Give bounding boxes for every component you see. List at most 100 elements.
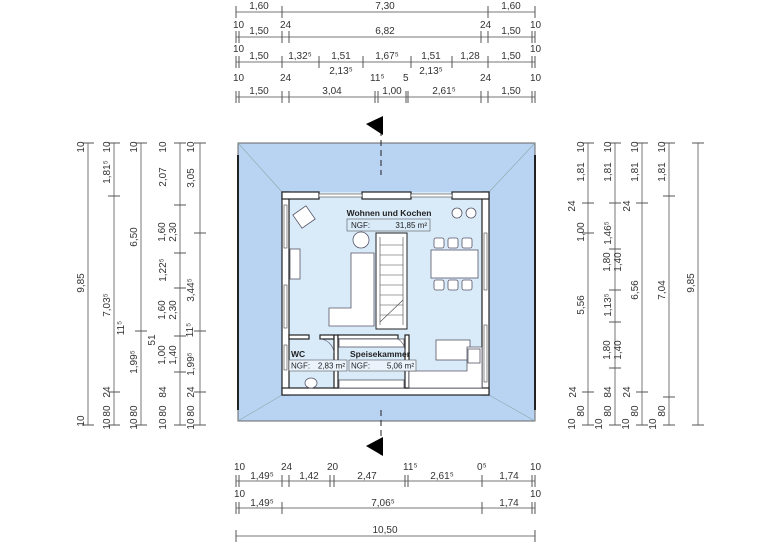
dim-label: 10 bbox=[630, 141, 641, 153]
staircase bbox=[375, 232, 408, 330]
dim-label: 10 bbox=[530, 73, 542, 84]
section-arrow-icon bbox=[366, 437, 383, 456]
dim-label: 24 bbox=[480, 73, 492, 84]
dim-label: 10 bbox=[102, 141, 113, 153]
dim-label: 1,51 bbox=[421, 51, 441, 62]
dim-label: 6,50 bbox=[129, 227, 140, 247]
dim-label: 10 bbox=[530, 489, 542, 500]
dim-label: 10 bbox=[129, 418, 140, 430]
dim-label: 10 bbox=[576, 141, 587, 153]
dim-label: 11⁵ bbox=[116, 321, 127, 336]
dim-label: 80 bbox=[102, 405, 113, 417]
dim-label: 1,60 bbox=[501, 1, 521, 12]
furniture bbox=[289, 205, 483, 389]
dim-label: 24 bbox=[622, 386, 633, 398]
left-dimensions: 10 9,85 10 10 1,81⁵ 7,03⁵ 24 80 10 10 6,… bbox=[76, 141, 206, 430]
dim-label: 10 bbox=[530, 462, 542, 473]
dim-label: 5,56 bbox=[576, 295, 587, 315]
dim-label: 1,00 bbox=[576, 222, 587, 242]
dim-label: 1,81 bbox=[576, 162, 587, 182]
dim-label: 7,06⁵ bbox=[371, 498, 395, 509]
dim-label: 9,85 bbox=[686, 273, 697, 293]
dim-label: 24 bbox=[567, 200, 578, 212]
dim-label: 10,50 bbox=[372, 525, 397, 536]
dim-label: 1,99⁵ bbox=[186, 352, 197, 376]
dim-label: 20 bbox=[327, 462, 339, 473]
dim-label: 11⁵ bbox=[403, 462, 418, 473]
dim-label: 24 bbox=[480, 20, 492, 31]
dim-label: 24 bbox=[622, 200, 633, 212]
dim-label: 24 bbox=[102, 386, 113, 398]
dim-label: 6,56 bbox=[630, 280, 641, 300]
right-dimensions: 10 1,81 24 1,00 5,56 24 80 10 10 1,81 1,… bbox=[567, 141, 704, 430]
dim-label: 10 bbox=[530, 20, 542, 31]
dim-label: 2,47 bbox=[357, 471, 377, 482]
dim-label: 10 bbox=[76, 415, 87, 427]
dim-label: 1,40 bbox=[613, 340, 624, 360]
dim-label: 1,67⁵ bbox=[375, 51, 399, 62]
dim-label: 10 bbox=[233, 20, 245, 31]
dim-label: 7,03⁵ bbox=[102, 293, 113, 317]
dim-label: 2,07 bbox=[158, 167, 169, 187]
section-arrow-icon bbox=[366, 116, 383, 135]
dim-label: 1,60 bbox=[249, 1, 269, 12]
room-ngf-living: 31,85 m² bbox=[395, 221, 427, 230]
dim-label: 10 bbox=[567, 418, 578, 430]
dim-label: 2,13⁵ bbox=[329, 66, 353, 77]
dim-label: 2,61⁵ bbox=[432, 86, 456, 97]
dim-label: 10 bbox=[186, 418, 197, 430]
room-name-pantry: Speisekammer bbox=[350, 349, 411, 359]
dim-label: 1,50 bbox=[249, 26, 269, 37]
dim-label: 7,04 bbox=[657, 280, 668, 300]
dim-label: 1,00 bbox=[157, 345, 168, 365]
dim-label: 1,32⁵ bbox=[288, 51, 312, 62]
dim-label: 80 bbox=[657, 405, 668, 417]
dim-label: 1,81 bbox=[630, 162, 641, 182]
dim-label: 1,50 bbox=[501, 26, 521, 37]
dim-label: 1,99⁵ bbox=[129, 350, 140, 374]
dim-label: 10 bbox=[234, 489, 246, 500]
dim-label: 1,40 bbox=[613, 252, 624, 272]
dim-label: 1,00 bbox=[382, 86, 402, 97]
dim-label: 10 bbox=[594, 418, 605, 430]
dim-label: 84 bbox=[603, 386, 614, 398]
room-ngf-wc: 2,83 m² bbox=[318, 362, 345, 371]
dim-label: 10 bbox=[76, 141, 87, 153]
dim-label: 10 bbox=[129, 141, 140, 153]
dim-label: 1,22⁵ bbox=[158, 258, 169, 282]
dim-label: 10 bbox=[102, 418, 113, 430]
dim-label: 24 bbox=[186, 386, 197, 398]
dim-label: 1,50 bbox=[501, 51, 521, 62]
dim-label: 1,13⁵ bbox=[603, 293, 614, 317]
dim-label: 1,42 bbox=[299, 471, 319, 482]
dim-label: 24 bbox=[568, 386, 579, 398]
house: Wohnen und Kochen NGF: 31,85 m² WC NGF: … bbox=[281, 191, 490, 396]
dim-label: 9,85 bbox=[76, 273, 87, 293]
dim-label: 3,05 bbox=[186, 168, 197, 188]
dim-label: 0⁵ bbox=[477, 462, 487, 473]
dim-label: 11⁵ bbox=[185, 323, 196, 338]
dim-label: 80 bbox=[129, 405, 140, 417]
dim-label: 24 bbox=[281, 462, 293, 473]
dim-label: 1,50 bbox=[249, 51, 269, 62]
dim-label: 24 bbox=[280, 73, 292, 84]
dim-label: 1,50 bbox=[249, 86, 269, 97]
room-name-living: Wohnen und Kochen bbox=[347, 208, 432, 218]
dim-label: 10 bbox=[234, 462, 246, 473]
dim-label: 2,61⁵ bbox=[430, 471, 454, 482]
dim-label: 10 bbox=[648, 418, 659, 430]
dim-label: 24 bbox=[280, 20, 292, 31]
dim-label: 2,30 bbox=[168, 300, 179, 320]
room-ngf-pantry: 5,06 m² bbox=[387, 362, 414, 371]
dim-label: 1,46⁵ bbox=[603, 221, 614, 245]
dim-label: 10 bbox=[621, 418, 632, 430]
dim-label: 2,13⁵ bbox=[419, 66, 443, 77]
dim-label: 1,28 bbox=[460, 51, 480, 62]
dim-label: 10 bbox=[186, 141, 197, 153]
dim-label: 1,51 bbox=[331, 51, 351, 62]
room-ngf-label: NGF: bbox=[351, 362, 370, 371]
dim-label: 1,50 bbox=[501, 86, 521, 97]
dim-label: 80 bbox=[576, 405, 587, 417]
room-ngf-label: NGF: bbox=[351, 221, 370, 230]
